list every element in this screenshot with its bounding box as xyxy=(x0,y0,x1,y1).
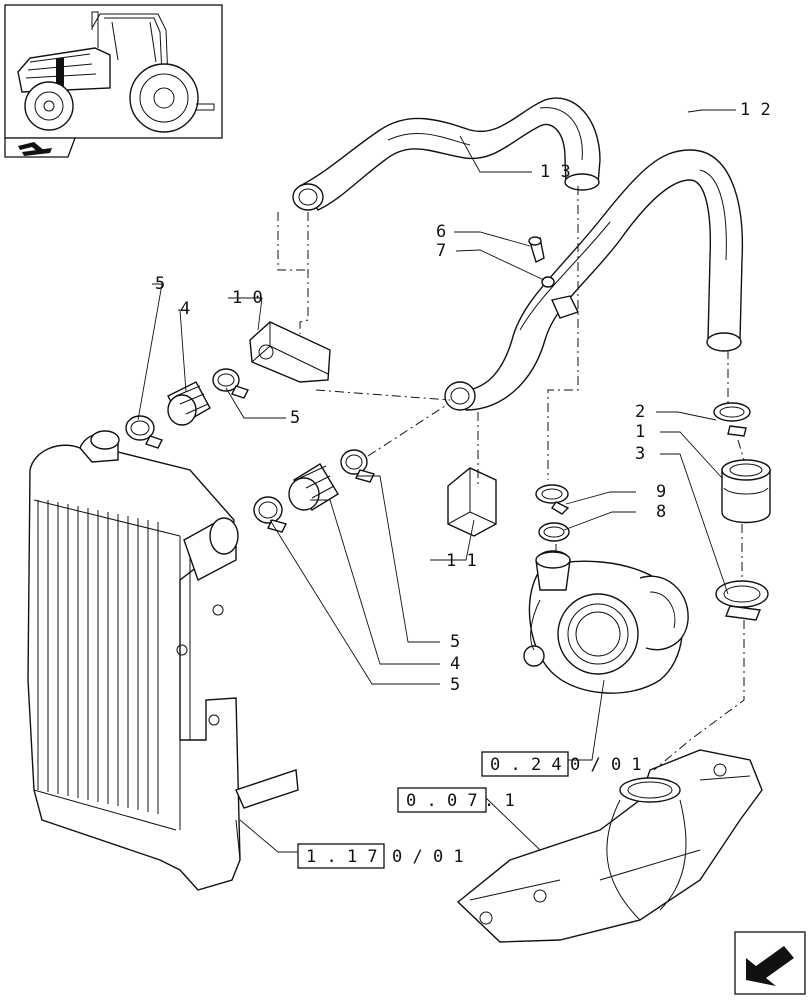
ref-0-07-box: 0 . 0 7 xyxy=(406,791,478,811)
callout-13: 1 3 xyxy=(540,162,571,182)
clamp-2 xyxy=(713,402,751,437)
clamp-5-lower-left xyxy=(253,496,288,533)
ref-1-17[interactable]: 1 . 1 7 0 / 0 1 xyxy=(297,843,464,869)
callout-5a: 5 xyxy=(155,274,165,294)
clamp-5-upper-left xyxy=(125,415,163,449)
turbocharger xyxy=(523,550,689,694)
intake-manifold xyxy=(456,749,763,943)
sleeve-1 xyxy=(721,459,771,524)
callout-3: 3 xyxy=(635,444,645,464)
callout-7: 7 xyxy=(436,241,446,261)
section-arrow-icon xyxy=(4,137,76,158)
ref-0-07-suffix: . 1 xyxy=(484,791,515,811)
callout-12: 1 2 xyxy=(740,100,771,120)
callout-5c: 5 xyxy=(450,632,460,652)
ref-1-17-box: 1 . 1 7 xyxy=(306,847,378,867)
ref-0-07[interactable]: 0 . 0 7 . 1 xyxy=(397,787,515,813)
callout-10: 1 0 xyxy=(232,288,263,308)
ref-0-24-box: 0 . 2 4 xyxy=(490,755,562,775)
clamp-9 xyxy=(535,484,570,515)
callout-9: 9 xyxy=(656,482,666,502)
hose-13 xyxy=(292,97,601,211)
callout-1: 1 xyxy=(635,422,645,442)
ref-0-24-suffix: 0 / 0 1 xyxy=(570,755,642,775)
radiator-intercooler xyxy=(27,430,299,891)
callout-2: 2 xyxy=(635,402,645,422)
callout-4a: 4 xyxy=(180,299,190,319)
ref-0-24[interactable]: 0 . 2 4 0 / 0 1 xyxy=(481,751,642,777)
hose-12 xyxy=(444,149,744,411)
washer-7 xyxy=(541,276,555,288)
bracket-10 xyxy=(249,321,331,383)
callout-11: 1 1 xyxy=(446,551,477,571)
center-lines xyxy=(277,186,745,771)
clamp-3 xyxy=(715,580,769,621)
callout-8: 8 xyxy=(656,502,666,522)
callout-labels: 1 3 1 2 1 0 6 7 5 4 5 2 1 3 9 8 1 1 5 4 … xyxy=(155,100,771,695)
callout-6: 6 xyxy=(436,222,446,242)
callout-5d: 5 xyxy=(450,675,460,695)
ring-8 xyxy=(538,522,570,542)
leader-lines xyxy=(137,109,736,853)
next-page-arrow-icon[interactable] xyxy=(734,931,806,995)
callout-5b: 5 xyxy=(290,408,300,428)
clamp-5-upper-right xyxy=(212,368,249,399)
sleeve-4-lower xyxy=(288,463,339,511)
ref-1-17-suffix: 0 / 0 1 xyxy=(392,847,464,867)
callout-4b: 4 xyxy=(450,654,460,674)
sleeve-4-upper xyxy=(167,381,211,426)
bracket-11 xyxy=(447,467,497,537)
tractor-thumbnail-icon xyxy=(4,4,223,139)
bolt-6 xyxy=(528,236,545,263)
